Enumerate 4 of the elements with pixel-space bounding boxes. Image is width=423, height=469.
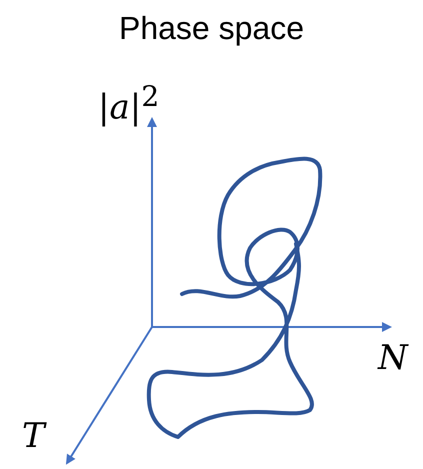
diagram-title: Phase space bbox=[118, 10, 305, 47]
axis-label: N bbox=[378, 338, 408, 378]
axis-label: |a|$^{2}$ bbox=[98, 80, 160, 128]
axis-label: T bbox=[22, 416, 45, 456]
